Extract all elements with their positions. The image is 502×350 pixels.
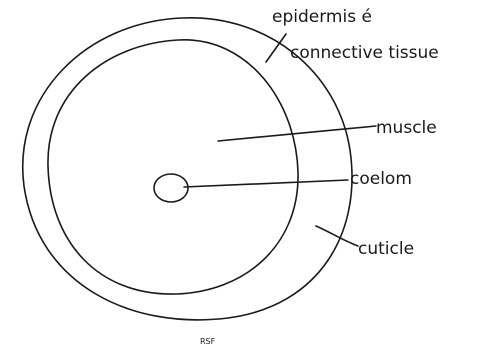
coelom-circle [154,174,188,202]
epidermis-label-line1: epidermis é [272,7,372,27]
artist-signature: RSF [200,337,216,346]
epidermis-leader-line [266,34,286,62]
inner-circle-epidermis [48,40,298,294]
muscle-label: muscle [376,118,437,138]
epidermis-label-line2: connective tissue [290,43,439,63]
outer-circle-cuticle [23,18,352,320]
muscle-leader-line [218,126,376,141]
coelom-leader-line [184,180,348,187]
coelom-label: coelom [350,169,412,189]
cuticle-label: cuticle [358,239,414,259]
